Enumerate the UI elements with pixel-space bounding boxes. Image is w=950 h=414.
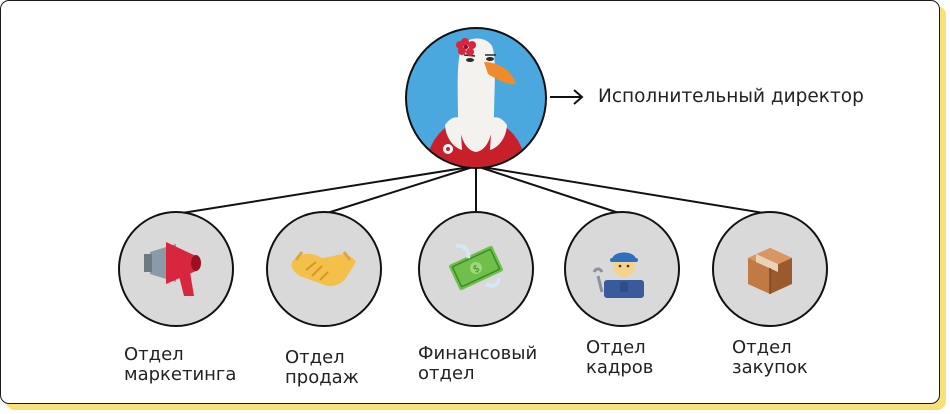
label-sales: Отдел продаж (285, 347, 359, 388)
connector-lines (175, 165, 771, 215)
connector-hr (475, 165, 623, 215)
goose-mascot-icon (425, 38, 527, 167)
ceo-avatar (405, 27, 547, 169)
connector-procurement (475, 165, 771, 215)
connector-sales (323, 165, 477, 215)
ceo-title: Исполнительный директор (598, 86, 864, 107)
money-icon: $ (448, 243, 504, 291)
label-marketing: Отдел маркетинга (124, 344, 237, 385)
connector-marketing (175, 165, 477, 215)
package-icon (748, 248, 792, 294)
label-procurement: Отдел закупок (732, 337, 808, 378)
label-hr: Отдел кадров (586, 337, 654, 378)
worker-icon (592, 252, 644, 298)
svg-text:$: $ (471, 263, 481, 276)
megaphone-icon (144, 242, 201, 296)
arrow-icon (550, 89, 584, 105)
handshake-icon (291, 251, 356, 286)
label-finance: Финансовый отдел (418, 343, 538, 384)
